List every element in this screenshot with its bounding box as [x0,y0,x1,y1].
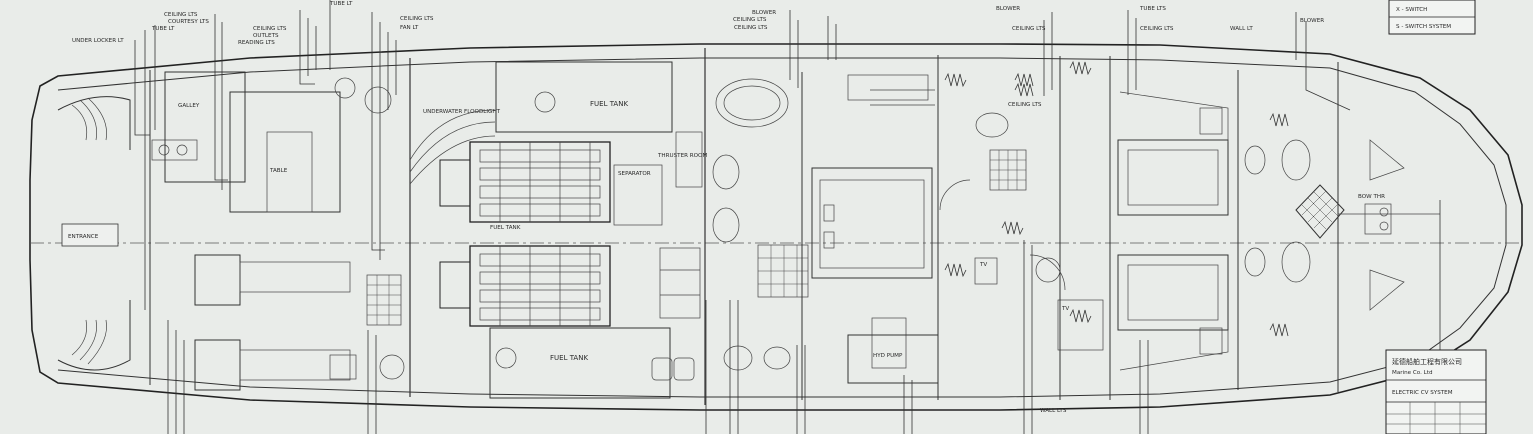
hyd-label: HYD PUMP [873,353,903,359]
hull-outline [29,43,1523,411]
thruster-label: THRUSTER ROOM [657,153,707,159]
fuel-tank-bottom-label: FUEL TANK [550,354,588,362]
callout-label: BLOWER [996,6,1020,12]
stern-area: ENTRANCE GALLEY [57,70,200,385]
svg-text:TABLE: TABLE [269,168,288,174]
callout-label: READING LTS [238,40,275,46]
callout-labels: UNDER LOCKER LT CEILING LTS COURTESY LTS… [72,1,1324,414]
callout-label: TUBE LT [329,1,353,7]
wiring-runs [134,0,1441,434]
callout-label: UNDER LOCKER LT [72,38,124,44]
entrance-label: ENTRANCE [68,234,99,240]
fuel-tank-mid-label: FUEL TANK [490,225,521,231]
callout-label: FAN LT [400,25,419,31]
bow-thruster-label: BOW THR [1358,194,1385,200]
callout-label: TUBE LTS [1139,6,1166,12]
callout-label: CEILING LTS [253,26,287,32]
callout-label: WALL LT [1230,26,1253,32]
drawing-title: ELECTRIC CV SYSTEM [1392,390,1453,396]
title-block: 延德船舶工程有限公司 Marine Co. Ltd ELECTRIC CV SY… [1385,349,1487,434]
callout-label: CEILING LTS [1008,102,1042,108]
callout-label: COURTESY LTS [168,19,209,25]
company-name-cn: 延德船舶工程有限公司 [1392,357,1462,366]
callout-label: CEILING LTS [733,17,767,23]
bow-area: BOW THR [1237,62,1440,392]
callout-label: CEILING LTS [1012,26,1046,32]
callout-label: WALL LTS [1040,408,1067,414]
callout-label: CEILING LTS [164,12,198,18]
legend-system-text: S - SWITCH SYSTEM [1396,24,1451,30]
callout-label: CEILING LTS [734,25,768,31]
callout-label: BLOWER [752,10,776,16]
callout-label: CEILING LTS [1140,26,1174,32]
callout-label: CEILING LTS [400,16,434,22]
engine-port [439,245,611,327]
callout-label: BLOWER [1300,18,1324,24]
guest-cabins: TV TV [974,56,1229,400]
callout-label: OUTLETS [253,33,279,39]
galley-label: GALLEY [178,103,200,109]
engine-starboard [439,141,611,223]
master-cabin: HYD PUMP [712,55,971,400]
legend-switch-text: X - SWITCH [1396,7,1427,13]
separator-label: SEPARATOR [618,171,651,177]
callout-label: TUBE LT [151,26,175,32]
switch-legend: X - SWITCH S - SWITCH SYSTEM [1388,0,1476,35]
underwater-light-label: UNDERWATER FLOODLIGHT [423,109,501,115]
svg-text:TV: TV [979,262,987,268]
fuel-tank-top-label: FUEL TANK [590,100,628,108]
salon-area: TABLE [164,71,405,391]
engine-room: FUEL TANK FUEL TANK FUEL TANK UNDERWATER… [409,48,707,405]
tv-label: TV [1061,306,1069,312]
company-name-en: Marine Co. Ltd [1392,370,1433,376]
